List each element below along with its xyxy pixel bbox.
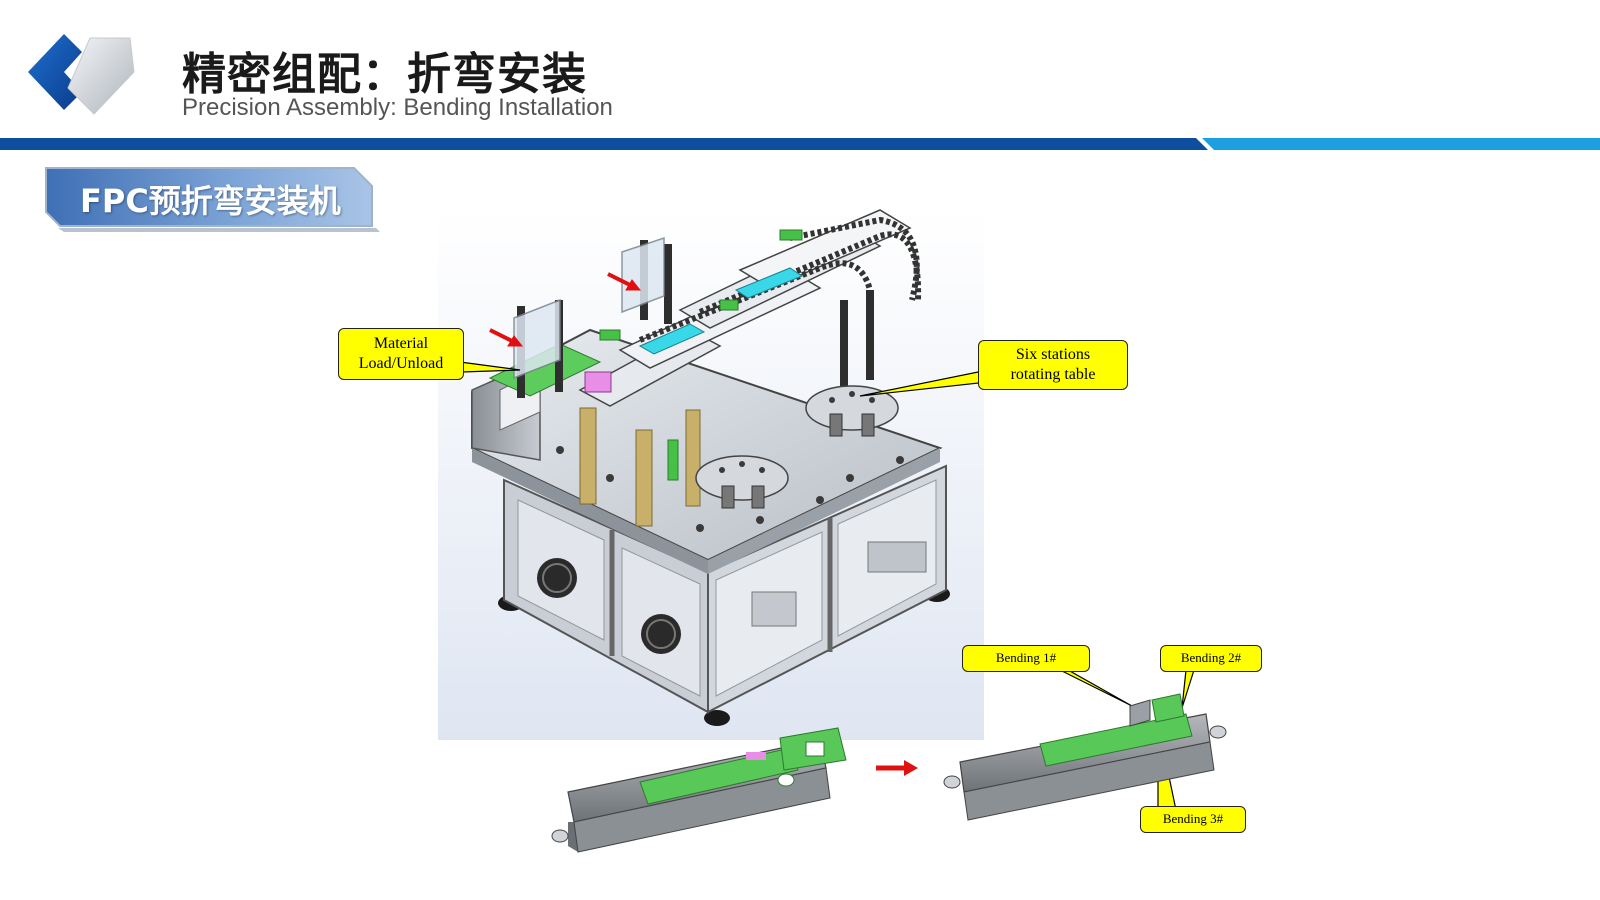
- section-label: FPC预折弯安装机: [80, 182, 341, 220]
- callout-pointer-bending-1: [1059, 669, 1133, 707]
- callout-six-stations: Six stations rotating table: [978, 340, 1128, 390]
- callout-bending-3: Bending 3#: [1140, 806, 1246, 833]
- section-tab: [45, 167, 380, 232]
- company-logo: [28, 34, 135, 115]
- machine-mechanism: [488, 209, 922, 527]
- rotating-tables: [695, 385, 899, 509]
- callout-bending-2: Bending 2#: [1160, 645, 1262, 672]
- callout-bending-1: Bending 1#: [962, 645, 1090, 672]
- header-divider: [0, 138, 1600, 150]
- fpc-part-before: [551, 727, 847, 853]
- machine-cabinet: [503, 464, 947, 714]
- callout-material-load: Material Load/Unload: [338, 328, 464, 380]
- red-arrow-icons: [489, 272, 642, 347]
- fpc-part-after: [943, 693, 1227, 821]
- callout-pointer-bending-2: [1181, 669, 1195, 709]
- process-arrow-icon: [876, 760, 918, 776]
- page-title: 精密组配：折弯安装: [182, 49, 587, 100]
- page-subtitle: Precision Assembly: Bending Installation: [182, 94, 613, 121]
